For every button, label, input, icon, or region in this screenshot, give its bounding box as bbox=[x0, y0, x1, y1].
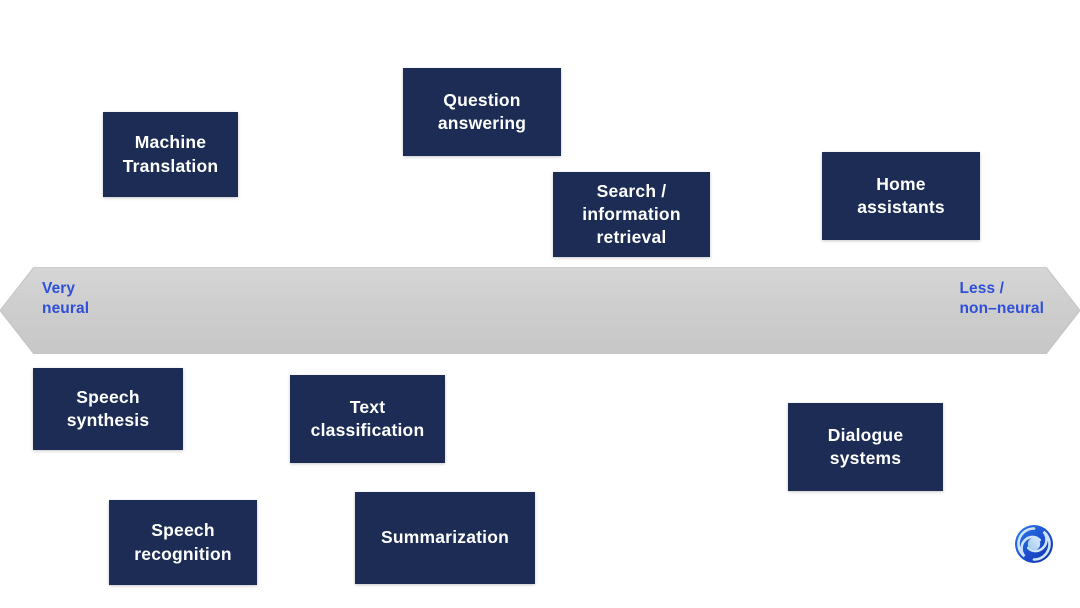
spectrum-right-label: Less / non–neural bbox=[959, 280, 1044, 318]
task-box-question-answering[interactable]: Question answering bbox=[403, 68, 561, 156]
task-box-home-assistants[interactable]: Home assistants bbox=[822, 152, 980, 240]
task-box-speech-synthesis[interactable]: Speech synthesis bbox=[33, 368, 183, 450]
spectrum-left-label: Very neural bbox=[42, 280, 90, 318]
swirl-logo-icon bbox=[1012, 522, 1056, 566]
spectrum-arrow bbox=[0, 267, 1080, 354]
task-box-text-classification[interactable]: Text classification bbox=[290, 375, 445, 463]
task-box-search-information-retrieval[interactable]: Search / information retrieval bbox=[553, 172, 710, 257]
task-box-summarization[interactable]: Summarization bbox=[355, 492, 535, 584]
task-box-speech-recognition[interactable]: Speech recognition bbox=[109, 500, 257, 585]
task-box-dialogue-systems[interactable]: Dialogue systems bbox=[788, 403, 943, 491]
task-box-machine-translation[interactable]: Machine Translation bbox=[103, 112, 238, 197]
